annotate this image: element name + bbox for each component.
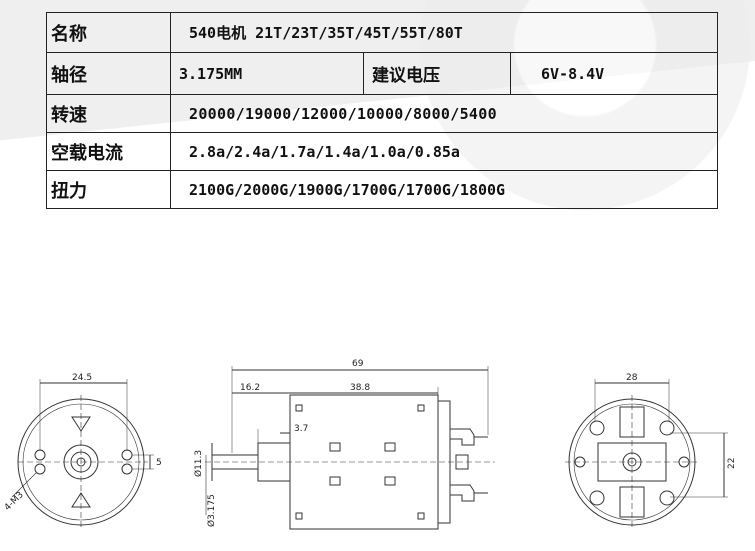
motor-dimension-drawing: 24.5 5 4-M3 69 bbox=[3, 359, 737, 530]
side-vent-2 bbox=[384, 442, 396, 452]
spec-label-voltage: 建议电压 bbox=[363, 52, 511, 95]
rear-view bbox=[565, 379, 728, 529]
side-rivet-1 bbox=[295, 404, 303, 412]
spec-label-speed: 转速 bbox=[46, 94, 171, 133]
rear-hole-bl bbox=[589, 490, 605, 506]
front-hole-leader bbox=[11, 472, 37, 498]
spec-value-voltage: 6V-8.4V bbox=[510, 52, 718, 95]
spec-label-shaft: 轴径 bbox=[46, 52, 171, 95]
spec-row-torque: 扭力 2100G/2000G/1900G/1700G/1700G/1800G bbox=[46, 170, 718, 209]
spec-row-speed: 转速 20000/19000/12000/10000/8000/5400 bbox=[46, 94, 718, 133]
side-terminal-bottom bbox=[449, 484, 475, 502]
spec-row-current: 空载电流 2.8a/2.4a/1.7a/1.4a/1.0a/0.85a bbox=[46, 132, 718, 171]
spec-value-torque: 2100G/2000G/1900G/1700G/1700G/1800G bbox=[170, 170, 718, 209]
rear-dim-height-text: 22 bbox=[727, 458, 737, 469]
spec-value-current: 2.8a/2.4a/1.7a/1.4a/1.0a/0.85a bbox=[170, 132, 718, 171]
front-hole-tr bbox=[121, 449, 133, 461]
front-hole-tl bbox=[34, 449, 46, 461]
spec-label-current: 空载电流 bbox=[46, 132, 171, 171]
side-dim-boss-text: Ø11.3 bbox=[193, 450, 204, 477]
front-dim-width-text: 24.5 bbox=[72, 373, 92, 383]
rear-hole-tl bbox=[589, 420, 605, 436]
side-vent-4 bbox=[384, 476, 396, 486]
side-view bbox=[205, 366, 495, 530]
front-hole-bl bbox=[34, 463, 46, 475]
side-terminal-top bbox=[449, 428, 475, 446]
side-dim-body-text: 38.8 bbox=[350, 383, 370, 393]
spec-table: 名称 540电机 21T/23T/35T/45T/55T/80T 轴径 3.17… bbox=[46, 12, 718, 209]
rear-hole-tr bbox=[659, 420, 675, 436]
side-vent-3 bbox=[329, 476, 341, 486]
front-view bbox=[11, 379, 154, 529]
rear-dim-width-text: 28 bbox=[626, 373, 638, 383]
front-hole-br bbox=[121, 463, 133, 475]
rear-hole-br bbox=[659, 490, 675, 506]
side-dim-length-text: 69 bbox=[352, 359, 364, 369]
spec-value-name: 540电机 21T/23T/35T/45T/55T/80T bbox=[170, 12, 718, 53]
spec-label-name: 名称 bbox=[46, 12, 171, 53]
spec-value-speed: 20000/19000/12000/10000/8000/5400 bbox=[170, 94, 718, 133]
spec-value-shaft: 3.175MM bbox=[170, 52, 364, 95]
spec-row-shaft: 轴径 3.175MM 建议电压 6V-8.4V bbox=[46, 52, 718, 95]
front-dim-side-text: 5 bbox=[156, 458, 162, 468]
side-dim-step-text: 3.7 bbox=[294, 424, 308, 434]
side-rivet-4 bbox=[417, 512, 425, 520]
spec-label-torque: 扭力 bbox=[46, 170, 171, 209]
front-hole-text: 4-M3 bbox=[3, 490, 26, 513]
side-rivet-3 bbox=[417, 404, 425, 412]
side-dim-shaft-dia-text: Ø3.175 bbox=[206, 494, 217, 527]
side-rivet-2 bbox=[295, 512, 303, 520]
side-dim-shaft-text: 16.2 bbox=[240, 383, 260, 393]
side-vent-1 bbox=[329, 442, 341, 452]
spec-row-name: 名称 540电机 21T/23T/35T/45T/55T/80T bbox=[46, 12, 718, 53]
